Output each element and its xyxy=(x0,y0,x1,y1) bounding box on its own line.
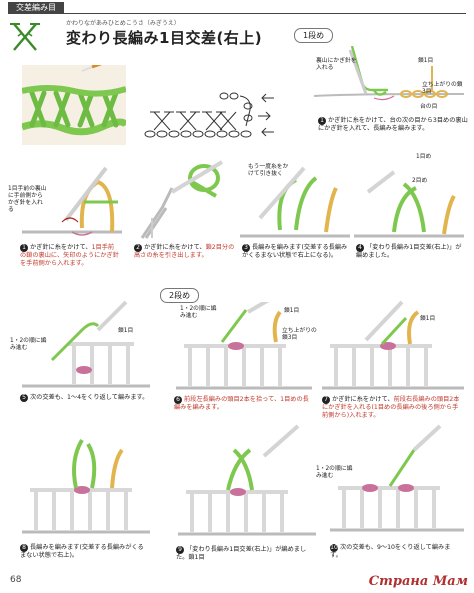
step3-illustration xyxy=(240,166,350,238)
step10-illustration xyxy=(330,424,464,532)
step6-label-order: 1・2の順に編み進む xyxy=(180,306,217,319)
header-rule xyxy=(8,13,466,14)
page-number: 68 xyxy=(10,575,22,585)
section-title: 交差編み目 xyxy=(8,2,64,13)
watermark: Страна Мам xyxy=(368,574,468,589)
step1-illustration xyxy=(22,166,122,236)
step7-label-chain: 鎖1目 xyxy=(420,316,436,322)
page-title: 変わり長編み1目交差(右上) xyxy=(66,29,263,47)
direction-arrows-icon xyxy=(258,93,274,137)
step2-illustration xyxy=(140,160,224,239)
step9-illustration xyxy=(178,424,316,536)
step6-label-turning: 立ち上がりの鎖3目 xyxy=(282,328,317,341)
step1-label-front: 1目手前の裏山に手前側からかぎ針を入れる xyxy=(8,186,47,213)
step5-label-order: 1・2の順に編み進む xyxy=(10,338,47,351)
step9-caption: 9「変わり長編み1目交差(右上)」が編めました。鎖1目 xyxy=(176,546,307,562)
step5-label-chain: 鎖1目 xyxy=(118,328,134,334)
step6-label-chain: 鎖1目 xyxy=(284,308,300,314)
step7-illustration xyxy=(322,300,464,390)
step8-illustration xyxy=(22,438,150,534)
step3-label-pull: もう一度糸をかけて引き抜く xyxy=(248,164,289,177)
step4-label-first: 1目め xyxy=(416,154,432,160)
row1-badge: 1段め xyxy=(294,28,334,43)
step10-label-order: 1・2の順に編み進む xyxy=(316,466,353,479)
swatch-photo xyxy=(20,53,130,145)
step4-label-second: 2目め xyxy=(412,178,428,184)
step0-label-chain: 鎖1目 xyxy=(418,58,434,64)
cross-stitch-symbol-icon xyxy=(10,23,40,51)
step0-label-insert: 裏山にかぎ針を入れる xyxy=(316,58,357,71)
stitch-chart-diagram xyxy=(144,92,253,138)
section-header: 交差編み目 xyxy=(0,0,474,14)
step4-illustration xyxy=(354,170,464,238)
step4-caption: 4「変わり長編み1目交差(右上)」が編めました。 xyxy=(356,244,462,260)
step6-illustration xyxy=(176,302,312,390)
row2-badge: 2段め xyxy=(160,288,200,303)
step0-label-turning: 立ち上がりの鎖3目 xyxy=(422,82,463,95)
step5-illustration xyxy=(22,300,150,388)
step0-illustration xyxy=(314,46,464,101)
title-ruby: かわりながあみひとめこうさ（みぎうえ） xyxy=(66,20,180,27)
step0-label-base: 台の目 xyxy=(420,104,438,110)
